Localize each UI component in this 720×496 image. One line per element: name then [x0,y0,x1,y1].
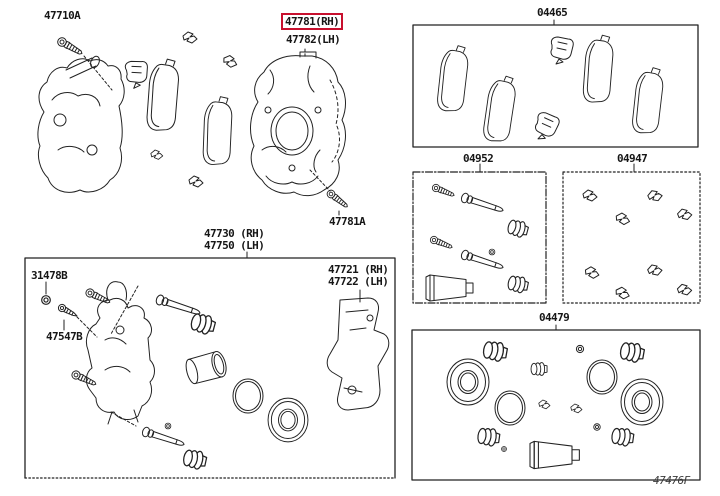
callout-dust-cover-rh-highlighted[interactable]: 47781(RH) [281,13,344,30]
caliper-housing-drawing [85,281,155,425]
callout-cylinder-kit[interactable]: 04479 [539,311,570,324]
callout-caliper-bolt[interactable]: 47710A [44,9,81,22]
callout-bleeder-plug[interactable]: 47547B [46,330,83,343]
caliper-assembly-drawing [37,35,125,193]
callout-mounting-bracket-rh[interactable]: 47721 (RH) [328,263,389,276]
caliper-overhaul-box [24,257,396,479]
callout-bleeder-cap[interactable]: 31478B [31,269,68,282]
fitting-kit-contents-drawing [582,188,693,301]
mounting-bracket-drawing [326,297,390,411]
dust-cover-bolt-drawing [325,188,351,211]
callout-dust-cover-bolt[interactable]: 47781A [329,215,366,228]
pad-kit-box [412,24,699,148]
brake-pad-set-drawing [123,31,239,188]
dust-cover-drawing [250,51,346,197]
callout-caliper-assy-rh[interactable]: 47730 (RH) [204,227,265,240]
caliper-overhaul-contents-drawing [41,281,390,472]
callout-caliper-assy-lh[interactable]: 47750 (LH) [204,239,265,252]
callout-fitting-kit[interactable]: 04947 [617,152,648,165]
callout-dust-cover-lh[interactable]: 47782(LH) [286,33,341,46]
pin-kit-contents-drawing [425,182,531,302]
cylinder-kit-contents-drawing [446,339,664,470]
callout-pad-kit[interactable]: 04465 [537,6,568,19]
figure-code: 47476F [653,474,690,487]
cylinder-kit-box [411,329,701,481]
callout-mounting-bracket-lh[interactable]: 47722 (LH) [328,275,389,288]
fitting-kit-box [562,171,701,304]
callout-pin-kit[interactable]: 04952 [463,152,494,165]
pad-kit-contents-drawing [433,32,669,145]
